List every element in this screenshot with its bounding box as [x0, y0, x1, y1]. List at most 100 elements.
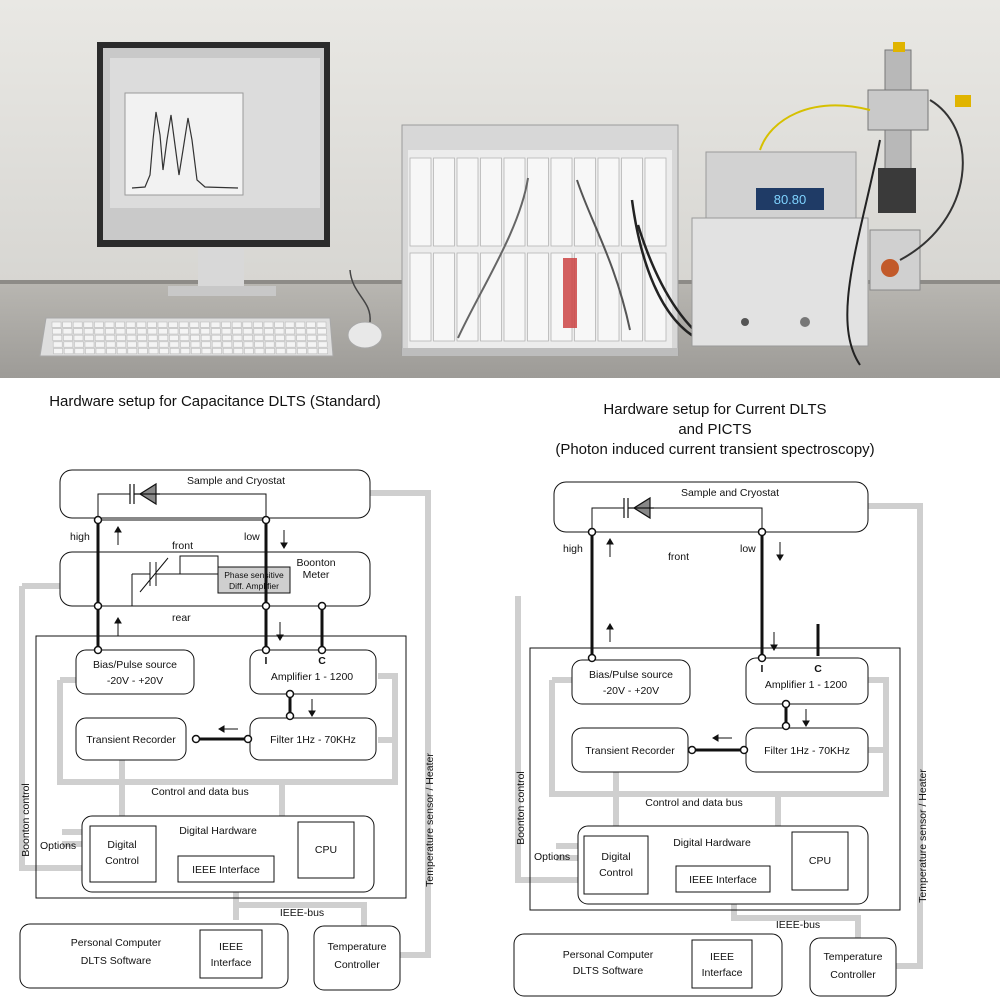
- keyboard-key: [275, 348, 286, 355]
- options-label: Options: [40, 840, 76, 852]
- keyboard-key: [73, 334, 84, 341]
- amplifier-c-label-right: C: [814, 663, 822, 675]
- keyboard-key: [127, 341, 137, 348]
- keyboard-key: [52, 334, 63, 341]
- keyboard-key: [317, 328, 327, 335]
- rack-module: [644, 252, 667, 342]
- low-label: low: [244, 531, 260, 543]
- keyboard-key: [306, 328, 317, 335]
- keyboard-key: [201, 348, 212, 355]
- pc-ieee-label-2-right: Interface: [702, 967, 743, 979]
- keyboard-key: [126, 328, 136, 335]
- keyboard-key: [233, 348, 244, 355]
- left-diagram-title: Hardware setup for Capacitance DLTS (Sta…: [49, 393, 381, 410]
- amplifier-label: Amplifier 1 - 1200: [271, 671, 353, 683]
- keyboard-key: [94, 328, 105, 335]
- keyboard-key: [115, 328, 126, 335]
- digital-hardware-label: Digital Hardware: [179, 825, 257, 837]
- keyboard-key: [83, 328, 94, 335]
- keyboard-key: [138, 348, 148, 355]
- filter-label: Filter 1Hz - 70KHz: [270, 734, 356, 746]
- keyboard-key: [306, 334, 317, 341]
- temp-controller-label-1: Temperature: [328, 941, 387, 953]
- keyboard-key: [244, 348, 254, 355]
- keyboard-key: [106, 348, 116, 355]
- monitor: [97, 42, 330, 296]
- amplifier-i-label-right: I: [761, 663, 764, 675]
- keyboard-key: [191, 348, 201, 355]
- mouse: [347, 321, 383, 349]
- cryostat: [759, 42, 971, 366]
- ieee-interface-box-right: [675, 865, 771, 893]
- keyboard-key: [168, 328, 179, 335]
- boonton-meter-label-2: Meter: [303, 569, 330, 581]
- keyboard-key: [147, 334, 158, 341]
- keyboard-key: [264, 334, 275, 341]
- keyboard-key: [63, 334, 73, 341]
- keyboard-key: [84, 334, 94, 341]
- keyboard-key: [147, 321, 157, 328]
- keyboard-key: [148, 341, 158, 348]
- keyboard-key: [253, 328, 264, 335]
- keyboard-key: [94, 321, 104, 328]
- control-bus-label-right: Control and data bus: [645, 797, 742, 809]
- keyboard-key: [169, 348, 180, 355]
- digital-control-label-2-right: Control: [599, 867, 633, 879]
- rack-module: [621, 252, 643, 342]
- amplifier-i-label: I: [265, 655, 268, 667]
- keyboard-key: [201, 341, 211, 348]
- keyboard-key: [295, 328, 306, 335]
- keyboard-key: [116, 348, 127, 355]
- rack-module: [597, 252, 620, 342]
- keyboard-key: [169, 334, 179, 341]
- keyboard-key: [53, 348, 63, 355]
- keyboard-key: [52, 341, 63, 348]
- keyboard-key: [296, 341, 307, 348]
- keyboard-key: [157, 321, 168, 328]
- keyboard-key: [222, 334, 232, 341]
- keyboard-key: [159, 348, 169, 355]
- keyboard-key: [169, 341, 180, 348]
- boonton-control-label-right: Boonton control: [515, 771, 527, 845]
- ieee-interface-label-right: IEEE Interface: [689, 874, 757, 886]
- keyboard-key: [190, 334, 200, 341]
- keyboard-key: [254, 348, 265, 355]
- keyboard-key: [306, 321, 316, 328]
- sample-cryostat-label-right: Sample and Cryostat: [681, 487, 779, 499]
- temp-controller-label-1-right: Temperature: [824, 951, 883, 963]
- keyboard-key: [200, 328, 211, 335]
- keyboard-key: [253, 321, 263, 328]
- keyboard-key: [63, 348, 74, 355]
- keyboard-key: [72, 321, 83, 328]
- keyboard-key: [222, 348, 233, 355]
- ieee-bus-label-right: IEEE-bus: [776, 919, 820, 931]
- keyboard-key: [105, 328, 115, 335]
- temp-controller-label-2: Controller: [334, 959, 380, 971]
- pc-label-2: DLTS Software: [81, 955, 152, 967]
- rack-module: [480, 252, 502, 342]
- pc-label-1: Personal Computer: [71, 937, 162, 949]
- amplifier-label-right: Amplifier 1 - 1200: [765, 679, 847, 691]
- keyboard-key: [222, 341, 233, 348]
- rack-module: [409, 157, 432, 247]
- keyboard-key: [285, 328, 295, 335]
- keyboard-key: [104, 321, 115, 328]
- digital-hardware-label-right: Digital Hardware: [673, 837, 751, 849]
- low-label-right: low: [740, 543, 756, 555]
- ieee-interface-label: IEEE Interface: [192, 864, 260, 876]
- amplifier-box: [249, 649, 377, 695]
- keyboard-key: [105, 341, 116, 348]
- keyboard-key: [264, 341, 275, 348]
- amplifier-box-right: [745, 657, 869, 705]
- phase-amp-label-1: Phase sensitive: [224, 570, 284, 580]
- keyboard-key: [243, 334, 253, 341]
- keyboard-key: [316, 321, 327, 328]
- keyboard-key: [74, 348, 85, 355]
- pc-ieee-interface-box-right: [691, 939, 753, 989]
- keyboard-key: [158, 341, 169, 348]
- rack-module: [527, 252, 549, 342]
- keyboard-key: [74, 341, 84, 348]
- diode-symbol-left: [129, 482, 160, 506]
- high-label: high: [70, 531, 90, 543]
- keyboard-key: [274, 321, 284, 328]
